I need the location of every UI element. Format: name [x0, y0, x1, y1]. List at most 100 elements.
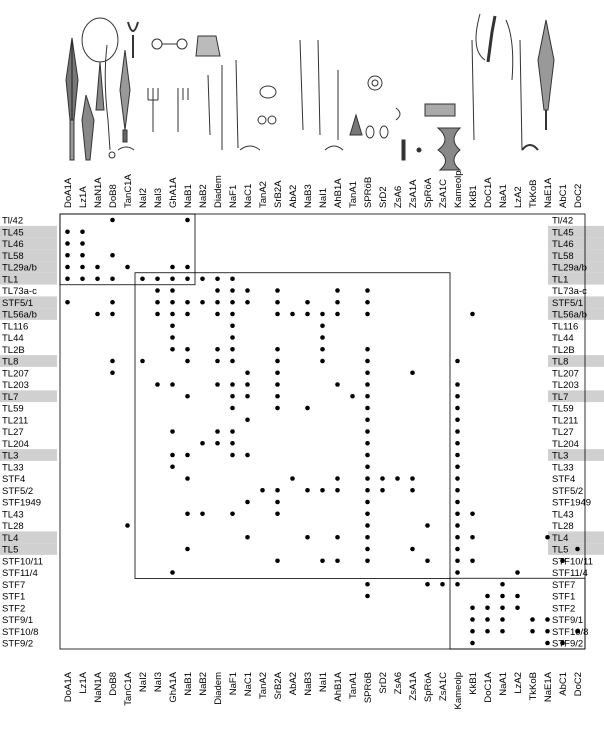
presence-dot	[365, 288, 370, 293]
presence-dot	[335, 311, 340, 317]
presence-dot	[380, 487, 385, 493]
column-label: GhA1A	[168, 671, 179, 702]
presence-dot	[500, 581, 505, 587]
presence-dot	[470, 511, 475, 517]
row-labels-left: Tl/42TL45TL46TL58TL29a/bTL1TL73a-cSTF5/1…	[2, 216, 43, 650]
presence-dot	[515, 593, 520, 599]
column-label: SpRöA	[423, 177, 434, 208]
presence-dot	[215, 311, 220, 317]
row-label: TL56a/b	[552, 310, 587, 321]
presence-dot	[455, 382, 460, 387]
presence-dot	[425, 523, 430, 528]
presence-dot	[275, 405, 280, 411]
presence-dot	[170, 570, 175, 575]
presence-dot	[500, 628, 505, 634]
presence-dot	[110, 276, 115, 282]
row-label: TL3	[552, 451, 568, 462]
presence-dot	[365, 476, 370, 481]
presence-dot	[215, 346, 220, 352]
presence-dot	[320, 487, 325, 493]
row-label: TL28	[2, 521, 24, 532]
presence-dot	[110, 311, 115, 317]
column-label: NaB3	[303, 184, 314, 208]
row-label: TL46	[2, 239, 24, 250]
pin-icon	[104, 44, 116, 159]
column-label: AbC1	[558, 184, 569, 208]
row-label: STF1949	[552, 498, 591, 509]
row-label: TL8	[2, 357, 18, 368]
row-label: TL2B	[2, 345, 25, 356]
presence-dot	[185, 511, 190, 517]
column-label: SrB2A	[273, 180, 284, 208]
row-label: STF2	[2, 603, 25, 614]
row-label: TL29a/b	[2, 263, 37, 274]
presence-dot	[455, 570, 460, 575]
presence-dot	[515, 570, 520, 575]
column-label: SrB2A	[273, 671, 284, 699]
column-label: AbC1	[558, 672, 569, 696]
row-label: TL7	[2, 392, 18, 403]
presence-dot	[290, 311, 295, 317]
column-label: NaB2	[198, 184, 209, 208]
presence-dot	[170, 299, 175, 305]
row-label: STF5/2	[552, 486, 583, 497]
presence-dot	[275, 558, 280, 564]
column-label: TanA1	[348, 672, 359, 699]
presence-dot	[185, 276, 190, 282]
row-label: TL45	[2, 227, 24, 238]
presence-dot	[95, 311, 100, 317]
presence-dot	[140, 276, 145, 282]
presence-dot	[485, 593, 490, 599]
presence-dot	[455, 417, 460, 423]
presence-dot	[170, 323, 175, 329]
row-label: TL46	[552, 239, 574, 250]
row-shade-right	[548, 225, 604, 238]
presence-dot	[275, 487, 280, 493]
presence-dot	[575, 546, 580, 552]
column-label: TanA2	[258, 181, 269, 208]
presence-dot	[170, 346, 175, 352]
presence-dot	[230, 311, 235, 317]
presence-dot	[230, 335, 235, 340]
row-label: TL116	[552, 321, 578, 332]
row-shade-right	[548, 355, 604, 367]
presence-dot	[185, 358, 190, 364]
presence-dot	[305, 405, 310, 411]
presence-dot	[155, 382, 160, 387]
presence-dot	[260, 487, 265, 493]
row-shade-right	[548, 249, 604, 262]
column-label: DoB8	[108, 672, 119, 696]
presence-dot	[365, 358, 370, 364]
column-label: KkB1	[468, 672, 479, 695]
rosette-icon	[367, 75, 383, 91]
presence-dot	[155, 311, 160, 317]
row-label: TL4	[552, 533, 568, 544]
column-label: ZsA1A	[408, 179, 419, 208]
row-label: TL43	[552, 509, 574, 520]
row-label: TL56a/b	[2, 310, 37, 321]
presence-dot	[440, 581, 445, 587]
presence-dot	[365, 393, 370, 399]
row-label: TL2B	[552, 345, 575, 356]
pin-icon	[299, 39, 339, 140]
column-label: NaI1	[318, 672, 329, 692]
column-label: NaF1	[228, 672, 239, 695]
presence-dot	[65, 241, 70, 246]
row-shade-left	[0, 272, 57, 285]
row-label: TL27	[2, 427, 24, 438]
presence-dot	[230, 440, 235, 446]
presence-dot	[455, 440, 460, 446]
row-label: STF10/11	[2, 556, 43, 567]
column-label: NaC1	[243, 184, 254, 208]
presence-dot	[560, 640, 565, 646]
block-outlines	[59, 213, 586, 650]
row-label: TL204	[2, 439, 29, 450]
row-shade-left	[0, 390, 57, 403]
mace-head-icon	[436, 127, 462, 171]
row-label: STF1	[2, 592, 25, 603]
row-label: TL28	[552, 521, 574, 532]
column-label: NaF1	[228, 185, 239, 208]
presence-dot	[365, 523, 370, 528]
presence-dot	[455, 523, 460, 528]
